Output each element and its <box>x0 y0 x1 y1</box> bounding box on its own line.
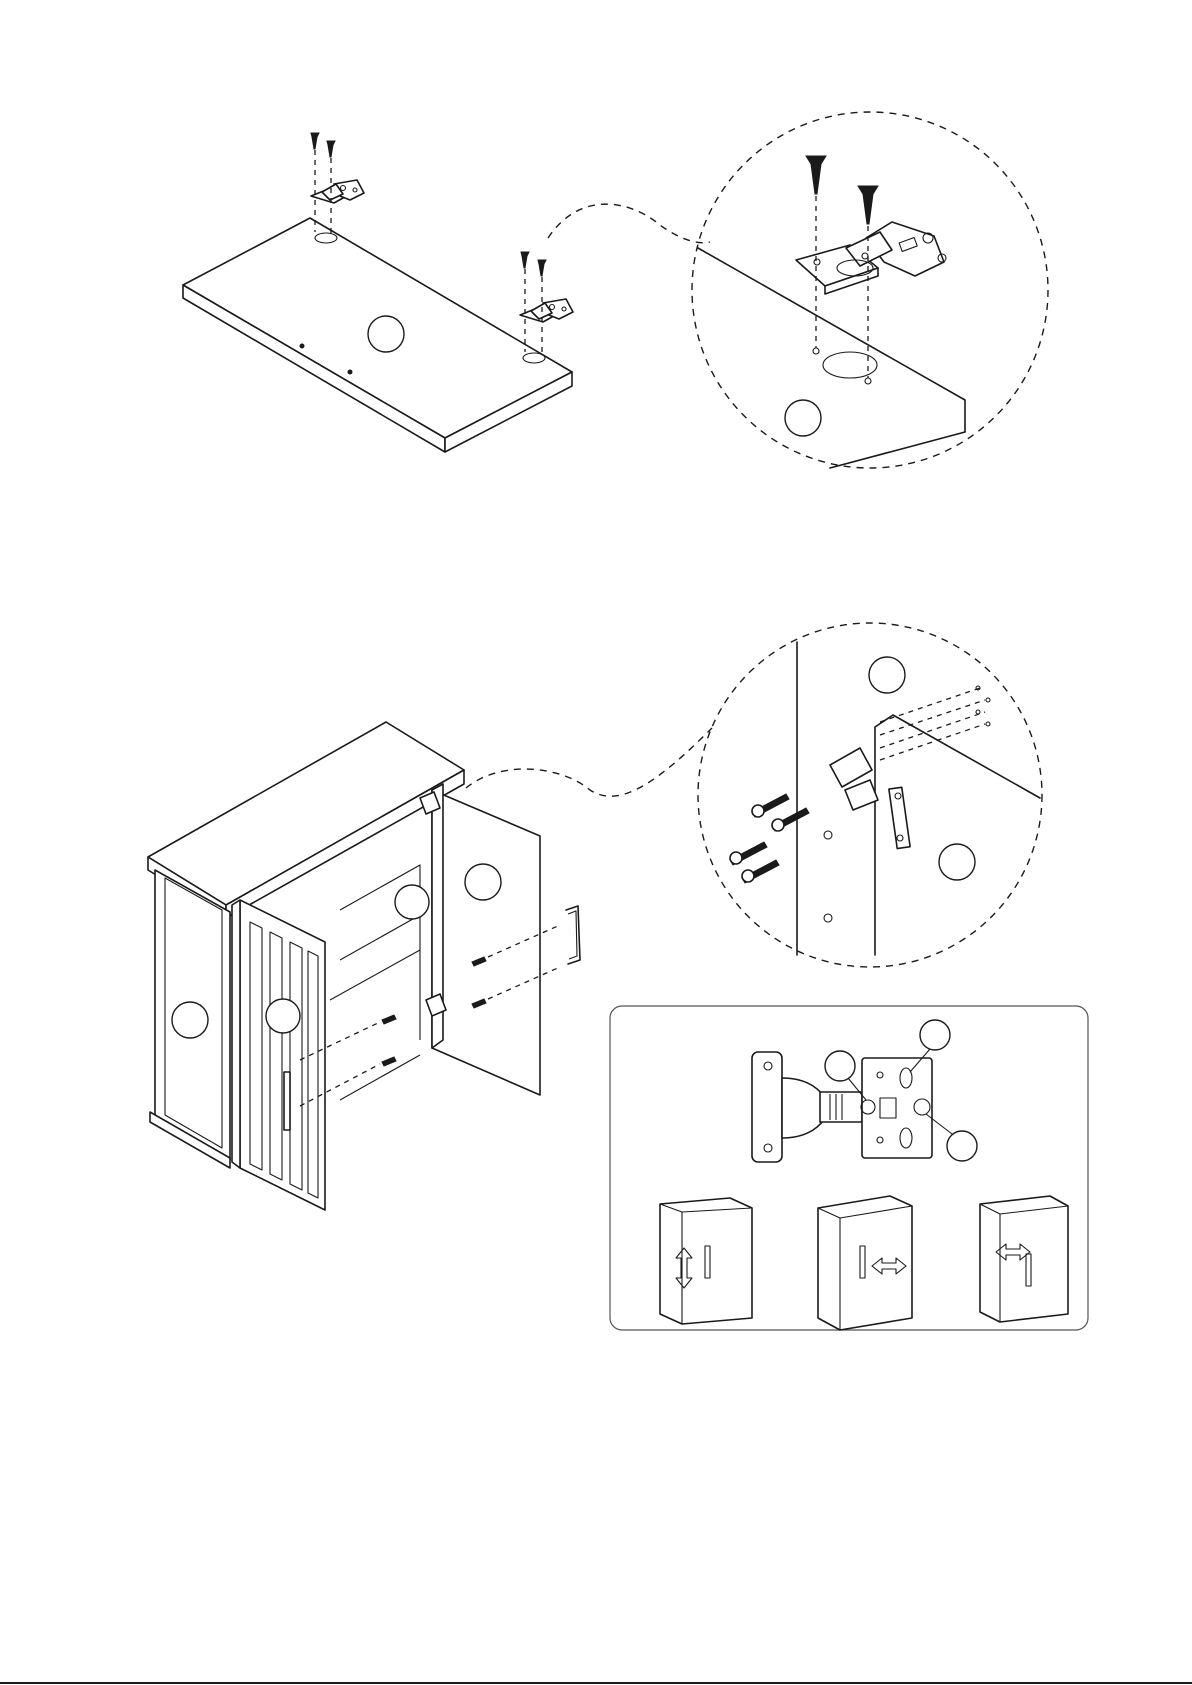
callout-circle <box>465 864 501 900</box>
screw-icon <box>521 252 529 352</box>
detail-connector-line <box>466 728 712 796</box>
hinge-detail-zoom <box>692 112 1048 468</box>
lateral-adjust-arrow-icon <box>980 1196 1068 1322</box>
cabinet-step <box>148 623 1088 1330</box>
right-door <box>432 784 540 1095</box>
handle-icon <box>566 906 580 964</box>
callout-circle <box>266 999 300 1033</box>
hinge-icon <box>520 299 573 322</box>
callout-circle <box>947 1131 977 1161</box>
adjustment-panel <box>610 1006 1088 1330</box>
cabinet-hinge-detail-zoom <box>698 623 1042 967</box>
screw-icon <box>311 133 319 232</box>
hinge-icon <box>311 180 364 203</box>
depth-adjust-arrow-icon <box>818 1196 912 1330</box>
callout-circle <box>920 1020 950 1050</box>
callout-circle <box>395 885 429 919</box>
callout-circle <box>825 1051 855 1081</box>
callout-circle <box>172 1002 208 1038</box>
vertical-adjust-arrow-icon <box>660 1198 752 1324</box>
callout-circle <box>368 316 404 352</box>
detail-connector-line <box>548 204 710 243</box>
door-panel-step <box>183 112 1048 468</box>
